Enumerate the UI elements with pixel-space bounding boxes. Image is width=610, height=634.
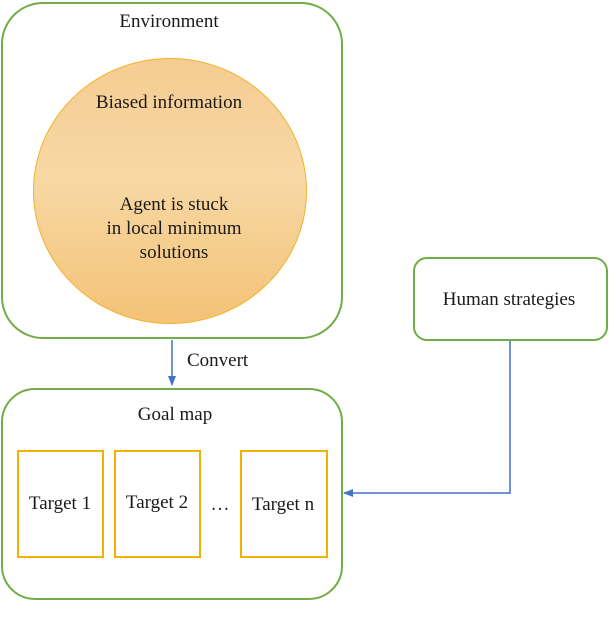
goal-map-title: Goal map (137, 404, 213, 425)
biased-information-label: Biased information (95, 92, 243, 113)
human-strategies-box (413, 257, 608, 341)
target-1-label: Target 1 (28, 493, 92, 514)
agent-stuck-line-3: solutions (139, 242, 209, 263)
agent-stuck-line-2: in local minimum (106, 218, 242, 239)
environment-title: Environment (119, 11, 219, 32)
target-1-box (17, 450, 104, 558)
target-2-label: Target 2 (125, 492, 189, 513)
ellipsis: … (210, 494, 230, 515)
human-strategies-arrow (343, 341, 511, 497)
target-n-label: Target n (251, 494, 315, 515)
human-strategies-label: Human strategies (442, 289, 576, 310)
target-2-box (114, 450, 201, 558)
target-n-box (240, 450, 328, 558)
agent-stuck-line-1: Agent is stuck (119, 194, 229, 215)
convert-label: Convert (187, 350, 249, 371)
agent-stuck-text: Agent is stuck in local minimum solution… (106, 193, 241, 265)
biased-information-circle (33, 58, 307, 324)
